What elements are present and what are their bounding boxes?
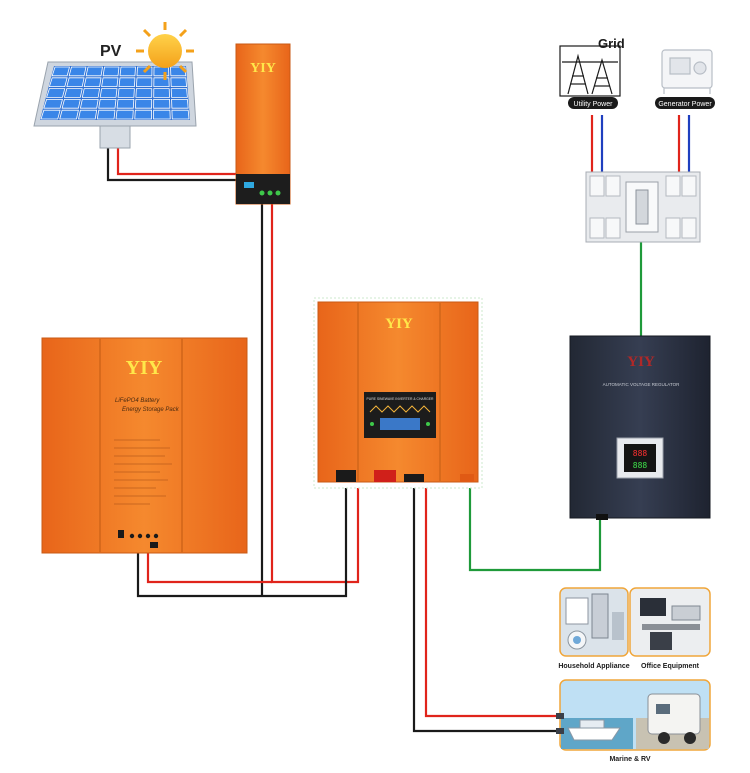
grid-icon [559, 45, 621, 97]
pv-cell [51, 66, 71, 77]
utility-power-label: Utility Power [574, 101, 614, 108]
pv-cell [118, 77, 136, 87]
pv-cell [99, 88, 118, 98]
pv-cell [63, 88, 83, 98]
inverter-terminal-red [374, 470, 396, 482]
generator-icon [661, 49, 713, 94]
pv-cell [134, 109, 153, 120]
pv-cell [40, 109, 61, 120]
output-wire-red [424, 486, 560, 718]
battery-wire-black [136, 486, 348, 598]
controller-brand-logo: YIY [250, 61, 276, 76]
pv-cell [68, 66, 87, 77]
pv-cell [66, 77, 85, 87]
inverter-terminal-black [336, 470, 356, 482]
pv-cell [153, 88, 170, 98]
pv-cell [153, 77, 170, 87]
battery-title-line2: Energy Storage Pack [122, 407, 180, 413]
generator-power-tag: Generator Power [655, 97, 715, 109]
battery-title-line1: LiFePO4 Battery [115, 398, 160, 404]
output-wire-black [412, 486, 560, 733]
pv-cell [171, 99, 189, 109]
load-plugs [556, 713, 564, 734]
pv-cell [78, 109, 98, 120]
pv-cell [115, 109, 134, 120]
inverter-charger: YIY PURE SINEWAVE INVERTER & CHARGER [313, 297, 483, 489]
battery-pack: YIY LiFePO4 Battery Energy Storage Pack [41, 337, 248, 554]
office-equipment-photo [629, 587, 711, 657]
pv-cell [102, 66, 120, 77]
household-appliance-photo [559, 587, 629, 657]
generator-power-label: Generator Power [658, 101, 712, 108]
battery-spec-lines [114, 439, 172, 505]
pv-cell [59, 109, 79, 120]
inverter-control-panel [364, 392, 436, 438]
regulator-display-top: 888 [633, 449, 648, 458]
controller-wire-red [270, 202, 360, 584]
pv-panel [33, 61, 197, 149]
pv-cell [96, 109, 116, 120]
voltage-regulator: YIY AUTOMATIC VOLTAGE REGULATOR 888 888 [569, 335, 711, 520]
inverter-panel-text: PURE SINEWAVE INVERTER & CHARGER [366, 397, 434, 401]
pv-cell [153, 109, 171, 120]
pv-cell [101, 77, 119, 87]
pv-cell [135, 77, 153, 87]
pv-cell [81, 88, 101, 98]
pv-cell [134, 99, 153, 109]
pv-cell [116, 99, 135, 109]
pv-cell [153, 66, 170, 77]
pv-cell [61, 99, 81, 109]
charge-controller: YIY [235, 43, 291, 205]
transfer-switch [585, 171, 701, 243]
pv-cell [85, 66, 103, 77]
pv-cell [135, 88, 153, 98]
inverter-brand-logo: YIY [385, 316, 413, 332]
pv-cell [171, 109, 190, 120]
battery-wire-red [146, 552, 272, 584]
utility-power-tag: Utility Power [568, 97, 618, 109]
pv-cell [83, 77, 102, 87]
pv-cell [153, 99, 171, 109]
office-equipment-label: Office Equipment [641, 663, 700, 670]
regulator-brand-logo: YIY [627, 354, 655, 370]
pv-cell [117, 88, 135, 98]
marine-rv-photo [559, 679, 711, 751]
regulator-panel-text: AUTOMATIC VOLTAGE REGULATOR [603, 382, 681, 387]
pv-cell [98, 99, 117, 109]
grid-label: Grid [598, 36, 625, 51]
battery-brand-logo: YIY [126, 357, 163, 379]
pv-cell [79, 99, 99, 109]
sun-icon [136, 22, 194, 80]
pv-cell [170, 88, 188, 98]
pv-cell [170, 77, 188, 87]
pv-label: PV [100, 43, 122, 60]
pv-cell [48, 77, 68, 87]
pv-cell [43, 99, 63, 109]
avr-to-inverter-wire-green [468, 486, 602, 572]
wiring [106, 115, 691, 733]
pv-cell [46, 88, 66, 98]
marine-rv-label: Marine & RV [609, 756, 650, 763]
regulator-display-bottom: 888 [633, 461, 648, 470]
household-appliance-label: Household Appliance [558, 663, 629, 670]
pv-cells [40, 66, 190, 120]
pv-cell [119, 66, 136, 77]
